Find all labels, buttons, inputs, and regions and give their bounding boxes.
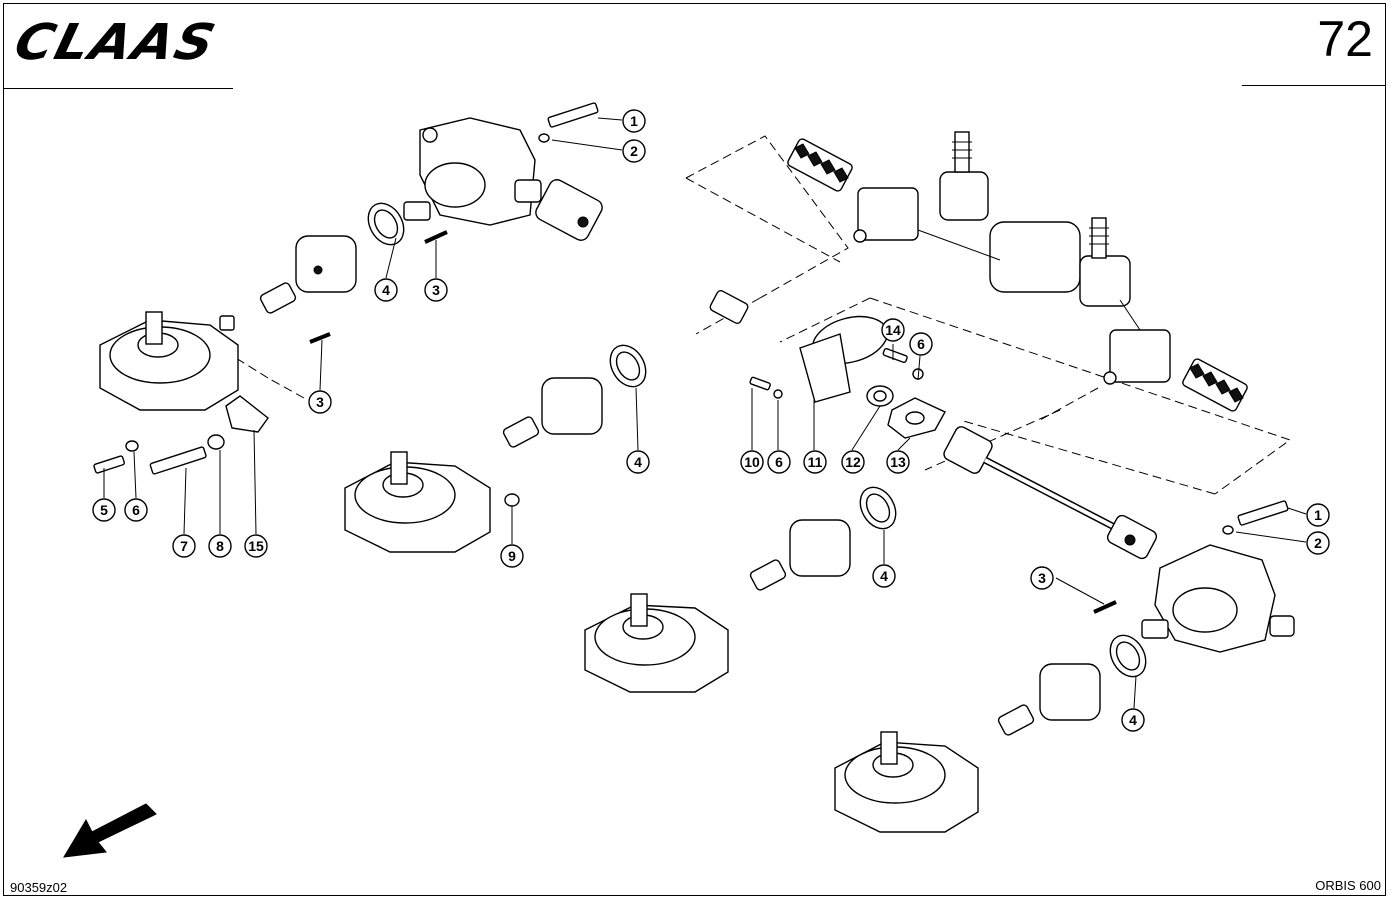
svg-text:6: 6 bbox=[775, 454, 783, 470]
left-hydraulic-motor bbox=[259, 235, 357, 314]
callout-14: 14 bbox=[881, 318, 905, 342]
callout-3: 3 bbox=[308, 390, 332, 414]
callout-7: 7 bbox=[172, 534, 196, 558]
center-hardware-group bbox=[749, 315, 946, 439]
svg-text:4: 4 bbox=[880, 568, 888, 584]
svg-text:4: 4 bbox=[634, 454, 642, 470]
svg-text:11: 11 bbox=[808, 454, 823, 470]
svg-text:4: 4 bbox=[1129, 712, 1137, 728]
upper-right-gearbox-assembly bbox=[787, 131, 1248, 412]
svg-text:1: 1 bbox=[630, 113, 638, 129]
svg-text:2: 2 bbox=[630, 143, 638, 159]
callout-6: 6 bbox=[909, 332, 933, 356]
callout-4: 4 bbox=[872, 564, 896, 588]
svg-text:8: 8 bbox=[216, 538, 224, 554]
svg-text:4: 4 bbox=[382, 282, 390, 298]
callout-6: 6 bbox=[767, 450, 791, 474]
callout-1: 1 bbox=[622, 109, 646, 133]
callout-8: 8 bbox=[208, 534, 232, 558]
lower-rotor-gearbox bbox=[834, 731, 979, 833]
callout-15: 15 bbox=[244, 534, 268, 558]
svg-text:5: 5 bbox=[100, 502, 108, 518]
callout-3: 3 bbox=[424, 278, 448, 302]
header-rule-left bbox=[3, 88, 233, 89]
callout-4: 4 bbox=[374, 278, 398, 302]
drawing-frame bbox=[3, 3, 1386, 896]
header-rule-right bbox=[1242, 85, 1385, 86]
callout-6: 6 bbox=[124, 498, 148, 522]
upper-gearbox bbox=[403, 117, 542, 226]
svg-text:1: 1 bbox=[1314, 507, 1322, 523]
center-left-rotor-gearbox bbox=[344, 451, 491, 553]
right-gearbox bbox=[1141, 544, 1295, 653]
svg-text:3: 3 bbox=[432, 282, 440, 298]
lower-hydraulic-motor bbox=[997, 663, 1101, 736]
seal-ring-4b bbox=[609, 344, 647, 388]
callout-10: 10 bbox=[740, 450, 764, 474]
bolts-and-washers bbox=[93, 102, 1289, 614]
callout-2: 2 bbox=[622, 139, 646, 163]
page-number: 72 bbox=[1317, 11, 1373, 67]
center-rotor-gearbox bbox=[584, 593, 729, 693]
seal-ring-4a bbox=[367, 202, 405, 246]
svg-text:14: 14 bbox=[885, 322, 901, 338]
center-hydraulic-motor bbox=[749, 519, 851, 591]
callout-4: 4 bbox=[626, 450, 650, 474]
drive-shaft-upper bbox=[535, 179, 749, 324]
left-rotor-gearbox bbox=[99, 311, 239, 411]
svg-text:7: 7 bbox=[180, 538, 188, 554]
center-left-hydraulic-motor bbox=[502, 377, 603, 448]
seal-ring-4c bbox=[859, 486, 897, 530]
callout-1: 1 bbox=[1306, 503, 1330, 527]
drawing-id: 90359z02 bbox=[10, 880, 68, 895]
callout-9: 9 bbox=[500, 544, 524, 568]
svg-text:6: 6 bbox=[132, 502, 140, 518]
svg-text:3: 3 bbox=[316, 394, 324, 410]
callout-11: 11 bbox=[803, 450, 827, 474]
callout-2: 2 bbox=[1306, 531, 1330, 555]
callout-5: 5 bbox=[92, 498, 116, 522]
svg-text:6: 6 bbox=[917, 336, 925, 352]
assembly-dashed-outlines bbox=[235, 135, 1292, 495]
callout-3: 3 bbox=[1030, 566, 1054, 590]
svg-text:2: 2 bbox=[1314, 535, 1322, 551]
direction-arrow-icon bbox=[63, 803, 157, 858]
callout-12: 12 bbox=[841, 450, 865, 474]
svg-text:13: 13 bbox=[890, 454, 906, 470]
drive-shaft-lower bbox=[943, 426, 1158, 560]
callout-4: 4 bbox=[1121, 708, 1145, 732]
svg-text:15: 15 bbox=[248, 538, 264, 554]
model-name: ORBIS 600 bbox=[1315, 878, 1381, 893]
svg-text:9: 9 bbox=[508, 548, 516, 564]
svg-text:3: 3 bbox=[1038, 570, 1046, 586]
leader-lines bbox=[103, 117, 1307, 709]
seal-ring-4d bbox=[1109, 634, 1147, 678]
callout-balloons: 1 2 4 3 3 5 6 7 8 15 9 4 14 6 10 6 11 12… bbox=[92, 109, 1330, 732]
svg-text:10: 10 bbox=[744, 454, 760, 470]
callout-13: 13 bbox=[886, 450, 910, 474]
svg-text:12: 12 bbox=[845, 454, 861, 470]
